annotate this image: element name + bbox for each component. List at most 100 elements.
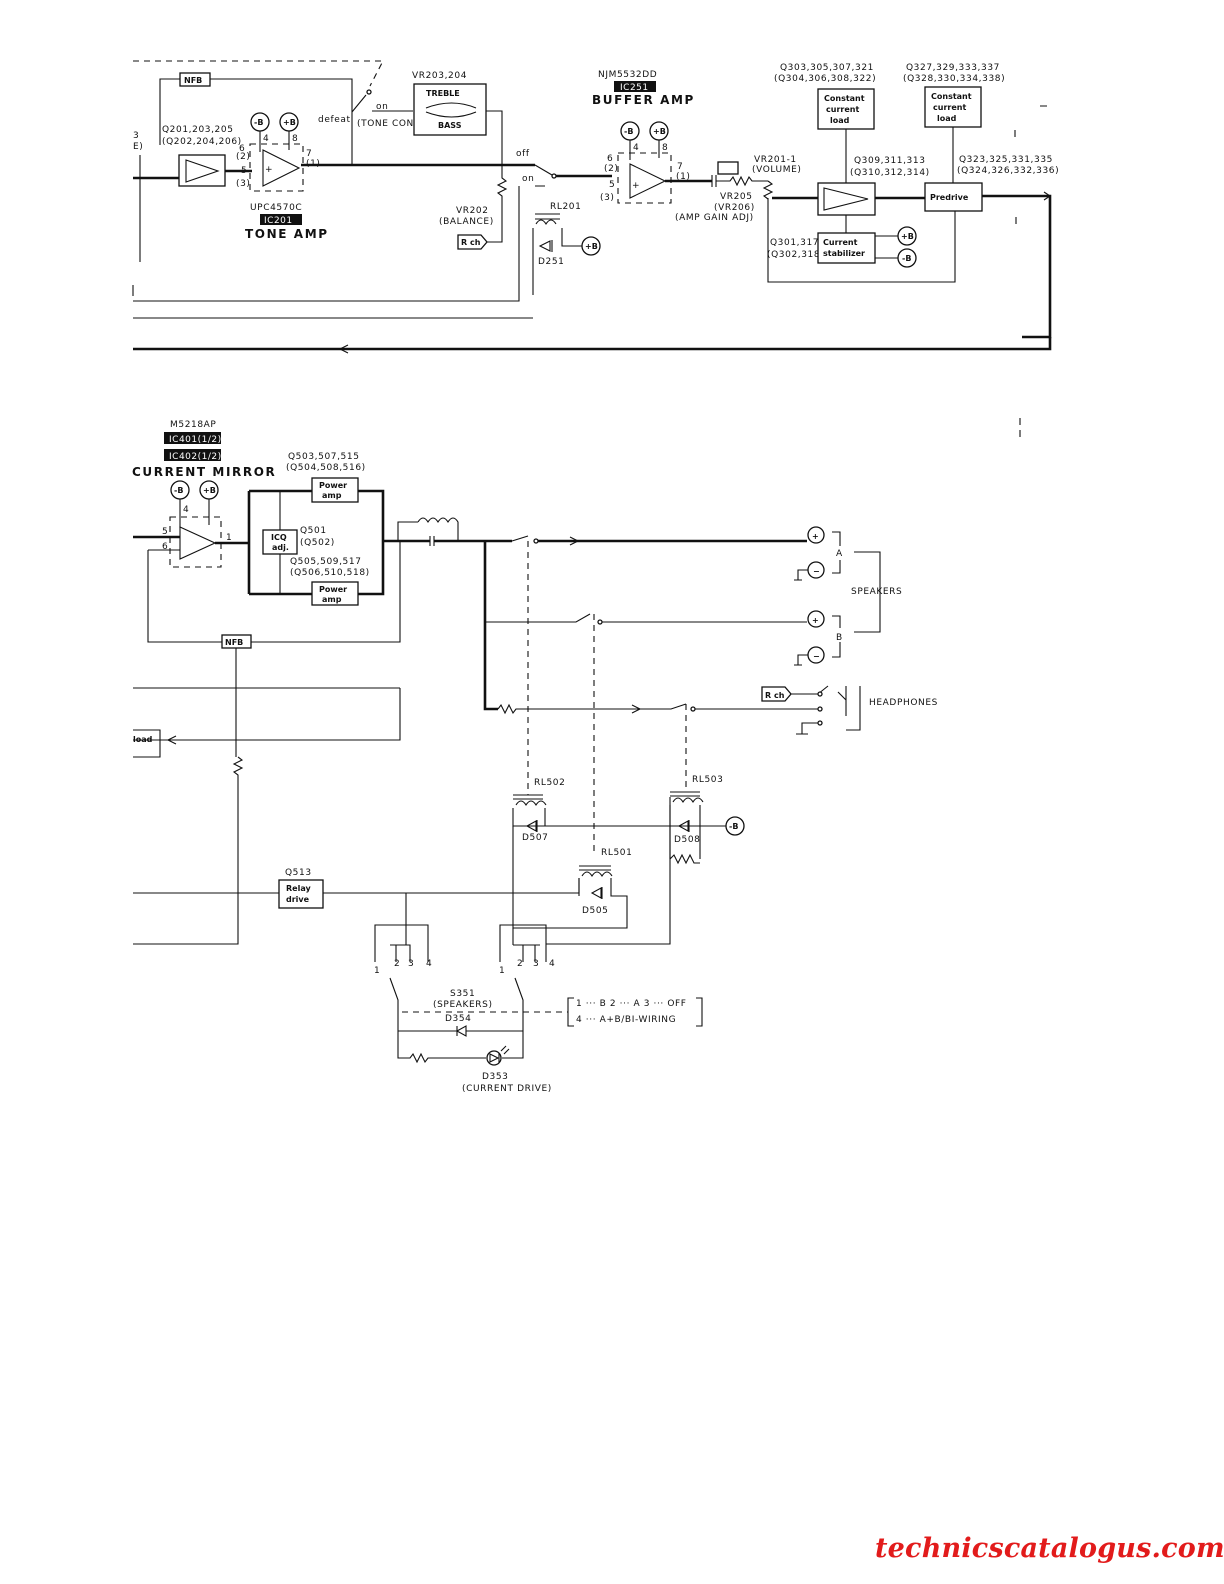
switch-contact [366,89,372,95]
rch-label-top: R ch [461,238,481,247]
sw-a-contact [533,538,539,544]
relay-contact [551,173,557,179]
cm-pin5: 5 [162,527,168,537]
q202-label: (Q202,204,206) [162,137,242,147]
s351-left-contacts [374,893,429,962]
vr205-resistor [762,180,774,200]
rl501-core [579,865,611,871]
spk-b-minus-text: − [813,652,820,661]
hp-contact-2 [817,706,823,712]
ic201-plus: + [265,165,273,175]
buffer-amp-label: BUFFER AMP [592,93,695,107]
defeat-label: defeat [318,115,351,125]
d507-diode [525,820,538,832]
amp-gain-label: (AMP GAIN ADJ) [675,213,754,223]
bottom-section: M5218AP IC401(1/2) IC402(1/2) CURRENT MI… [132,420,937,1094]
vr201-label: VR201-1 [754,155,797,165]
cm-ic-label: M5218AP [170,420,216,430]
rl201-label: RL201 [550,202,581,212]
predrive-block [924,182,983,212]
vr202-label: VR202 [456,206,489,216]
ic201-pin3: (3) [236,179,251,189]
q323-label: Q323,325,331,335 [959,155,1053,165]
cm-supply [179,499,210,528]
tone-control-label: (TONE CONTROL) [357,119,444,129]
current-stabilizer-block [817,232,876,264]
d251-plus-b-text: +B [585,242,598,251]
hp-contact-3 [817,720,823,726]
nfb-wire [159,78,353,165]
spk-b-plus-text: + [812,616,819,625]
ic251-pin3: (3) [600,193,615,203]
q505-label: Q505,509,517 [290,557,362,567]
arrow-2 [339,344,349,354]
s351-r-1: 1 [499,966,505,976]
q201-label: Q201,203,205 [162,125,234,135]
defeat-switch [351,94,367,113]
ic251-opamp [629,163,667,199]
d353-led-symbol [489,1045,510,1063]
stab-minus-b [897,248,917,268]
speaker-b-switch [485,613,591,623]
q304-label: (Q304,306,308,322) [774,74,876,84]
top-section: NFB defeat on (TONE CONTROL) 3 E) Q201,2… [132,60,1059,354]
sw-b-contact [597,619,603,625]
rl201-coil [535,219,557,226]
vr202-resistor [487,165,508,243]
tone-defeat-relay-switch [534,164,553,187]
power-amp-1-b: amp [322,491,342,500]
tone-amp-label: TONE AMP [245,227,329,241]
cm-badge-2-text: IC402(1/2) [169,452,222,462]
q506-label: (Q506,510,518) [290,568,370,578]
left-cut-1: 3 [133,131,139,141]
hp-jack [796,686,861,735]
d508-label: D508 [674,835,701,845]
ic251-pin6: 6 [607,154,613,164]
volume-label: (VOLUME) [752,165,802,175]
ic201-pin7: 7 [306,149,312,159]
watermark: technicscatalogus.com [875,1533,1224,1564]
ic201-outline [249,143,304,192]
ic251-supply [629,140,660,160]
on-label-2: on [522,174,534,184]
spk-b-gnd [794,615,841,666]
load-label: load [133,735,153,744]
relay-drive-b: drive [286,895,310,904]
power-amp-2-a: Power [319,585,347,594]
spk-a-plus-text: + [812,532,819,541]
d507-label: D507 [522,833,549,843]
load-block-left [133,729,161,758]
d508-diode [677,820,690,832]
cm-pin6: 6 [162,542,168,552]
power-amp-1-a: Power [319,481,347,490]
cc-load-1-b: current [826,105,859,114]
treble-bass-block [413,83,487,136]
d251-plus-b [581,236,601,256]
ic201-supply [259,131,290,152]
bottom-resistor [133,756,244,945]
ic201-pin8: 8 [292,134,298,144]
q301-label: Q301,317 [770,238,819,248]
q327-label: Q327,329,333,337 [906,63,1000,73]
tone-return-wire [486,110,503,165]
s351-l-4: 4 [426,959,432,969]
cc-load-block-1 [817,88,875,130]
s351-l-3: 3 [408,959,414,969]
side-marks [1014,105,1047,437]
hp-rch [791,685,829,695]
d505-diode [590,887,603,899]
q513-label: Q513 [285,868,312,878]
buf-badge [614,81,656,92]
d353-label: D353 [482,1072,509,1082]
rch-tag-top [457,234,488,250]
ic251-pin2: (2) [604,164,619,174]
ic201-pin4: 4 [263,134,269,144]
cc-load-2-b: current [933,103,966,112]
headphone-line [497,703,687,715]
cm-opamp [179,526,217,560]
rl502-core [513,794,543,800]
cm-badge-1-text: IC401(1/2) [169,435,222,445]
rl502-coil [515,800,547,807]
ic251-pin7: 7 [677,162,683,172]
